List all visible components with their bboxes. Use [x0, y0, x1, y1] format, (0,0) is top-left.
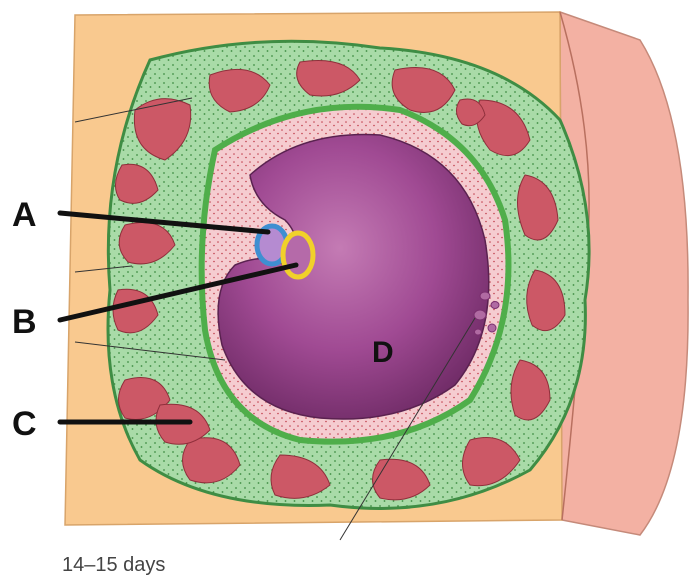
chorionic-cavity — [218, 135, 489, 420]
label-d: D — [372, 336, 394, 369]
cell — [491, 302, 499, 309]
label-b: B — [12, 303, 37, 341]
yolk-sac — [283, 233, 313, 277]
cell — [475, 329, 482, 335]
cell — [480, 292, 490, 300]
cell — [474, 310, 486, 320]
label-a: A — [12, 196, 37, 234]
label-c: C — [12, 405, 37, 443]
caption: 14–15 days — [62, 554, 165, 576]
cell — [488, 324, 496, 332]
